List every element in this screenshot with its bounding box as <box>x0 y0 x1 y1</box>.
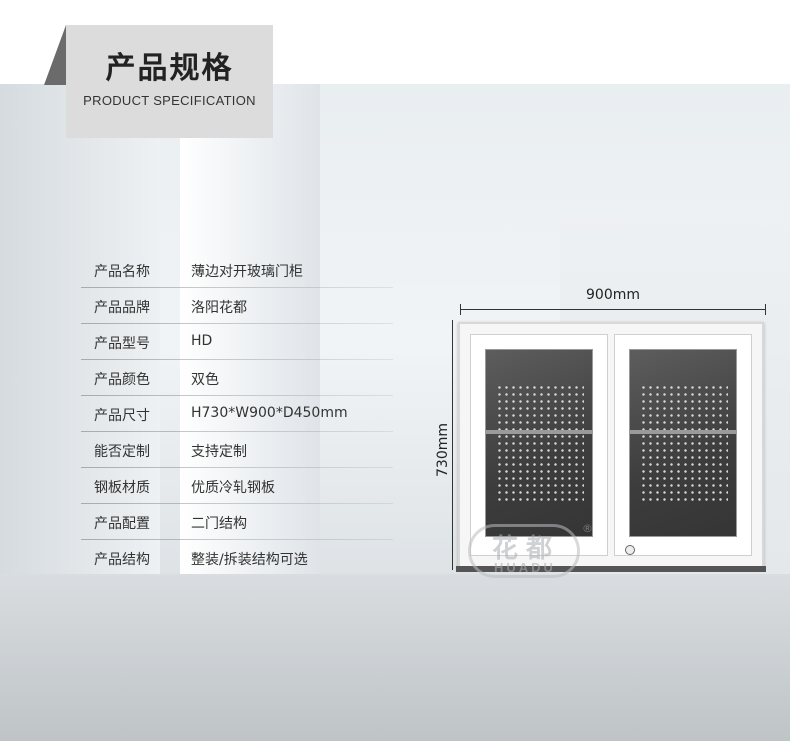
cabinet-door-right <box>614 334 752 556</box>
height-dimension-label: 730mm <box>435 423 451 477</box>
shelf <box>486 430 592 434</box>
cabinet-door-left <box>470 334 608 556</box>
background-column <box>180 84 320 624</box>
width-dimension-line <box>460 309 766 310</box>
spec-label: 产品配置 <box>94 516 150 532</box>
spec-label: 产品品牌 <box>94 300 150 316</box>
cabinet-illustration <box>458 322 764 568</box>
spec-table: 产品名称 薄边对开玻璃门柜 产品品牌 洛阳花都 产品型号 HD 产品颜色 双色 … <box>81 252 393 576</box>
pegboard <box>640 384 728 502</box>
glass-panel <box>629 349 737 537</box>
title-flap <box>44 25 66 85</box>
pegboard <box>496 384 584 502</box>
height-dimension-line <box>452 320 453 570</box>
spec-row: 能否定制 支持定制 <box>81 432 393 468</box>
spec-value: 双色 <box>191 372 219 388</box>
width-dimension-label: 900mm <box>586 287 640 303</box>
spec-value: HD <box>191 333 213 349</box>
spec-row: 产品配置 二门结构 <box>81 504 393 540</box>
spec-value: 薄边对开玻璃门柜 <box>191 264 303 280</box>
spec-row: 产品结构 整装/拆装结构可选 <box>81 540 393 576</box>
cabinet-base <box>456 566 766 572</box>
spec-value: 洛阳花都 <box>191 300 247 316</box>
spec-label: 产品型号 <box>94 336 150 352</box>
spec-label: 产品尺寸 <box>94 408 150 424</box>
shelf <box>630 430 736 434</box>
spec-row: 产品品牌 洛阳花都 <box>81 288 393 324</box>
brand-logo: 花都 HUADU ® <box>466 522 593 584</box>
spec-label: 钢板材质 <box>94 480 150 496</box>
spec-value: 优质冷轧钢板 <box>191 480 275 496</box>
dimension-tick <box>765 304 766 315</box>
spec-row: 产品颜色 双色 <box>81 360 393 396</box>
background-column <box>0 84 160 604</box>
logo-ring <box>468 524 580 578</box>
spec-label: 产品颜色 <box>94 372 150 388</box>
logo-text-cn: 花都 <box>492 534 561 564</box>
background-scene <box>0 84 790 741</box>
spec-label: 能否定制 <box>94 444 150 460</box>
lock-icon <box>625 545 635 555</box>
spec-row: 产品尺寸 H730*W900*D450mm <box>81 396 393 432</box>
spec-value: H730*W900*D450mm <box>191 405 348 421</box>
page-subtitle: PRODUCT SPECIFICATION <box>83 93 256 108</box>
logo-text-en: HUADU <box>494 560 556 575</box>
spec-row: 产品型号 HD <box>81 324 393 360</box>
registered-mark: ® <box>582 522 593 535</box>
spec-row: 钢板材质 优质冷轧钢板 <box>81 468 393 504</box>
spec-row: 产品名称 薄边对开玻璃门柜 <box>81 252 393 288</box>
dimension-tick <box>460 304 461 315</box>
background-floor <box>0 574 790 741</box>
spec-label: 产品名称 <box>94 264 150 280</box>
spec-value: 支持定制 <box>191 444 247 460</box>
title-box: 产品规格 PRODUCT SPECIFICATION <box>66 25 273 138</box>
spec-value: 整装/拆装结构可选 <box>191 552 308 568</box>
spec-value: 二门结构 <box>191 516 247 532</box>
page-title: 产品规格 <box>105 51 234 86</box>
glass-panel <box>485 349 593 537</box>
spec-label: 产品结构 <box>94 552 150 568</box>
